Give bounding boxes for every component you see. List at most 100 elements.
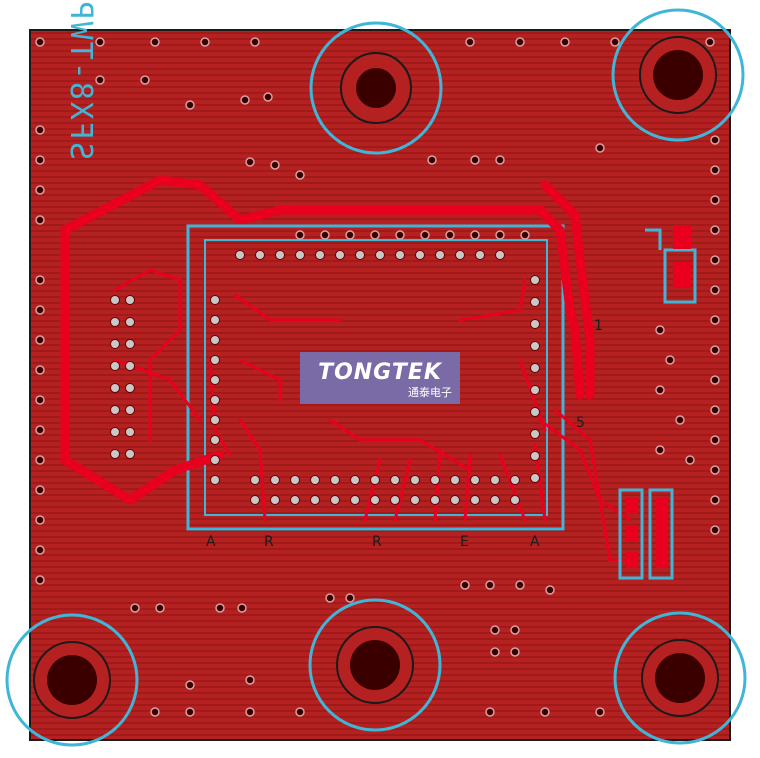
pad-icon: [110, 427, 120, 437]
pad-icon: [125, 361, 135, 371]
via-icon: [710, 525, 720, 535]
right-components: [618, 228, 697, 580]
via-icon: [237, 603, 247, 613]
pad-icon: [210, 455, 220, 465]
pad-icon: [530, 297, 540, 307]
via-icon: [510, 647, 520, 657]
pad-icon: [435, 250, 445, 260]
power-traces: [60, 175, 595, 505]
pad-icon: [210, 395, 220, 405]
via-icon: [495, 155, 505, 165]
via-icon: [710, 285, 720, 295]
via-icon: [215, 603, 225, 613]
pad-icon: [375, 250, 385, 260]
via-icon: [200, 37, 210, 47]
right-pads: [626, 225, 691, 568]
via-icon: [610, 37, 620, 47]
via-icon: [490, 625, 500, 635]
via-icon: [595, 143, 605, 153]
pad-icon: [210, 475, 220, 485]
pad-icon: [125, 449, 135, 459]
header-pads: [110, 250, 540, 505]
via-icon: [510, 625, 520, 635]
pin-label-a-left: A: [206, 534, 216, 550]
pad-icon: [510, 475, 520, 485]
pad-icon: [110, 339, 120, 349]
via-icon: [35, 545, 45, 555]
pad-icon: [210, 415, 220, 425]
via-icon: [710, 435, 720, 445]
pad-icon: [370, 475, 380, 485]
via-icon: [95, 37, 105, 47]
via-icon: [150, 707, 160, 717]
via-icon: [240, 95, 250, 105]
pad-icon: [510, 495, 520, 505]
via-icon: [150, 37, 160, 47]
pad-icon: [310, 495, 320, 505]
via-icon: [420, 230, 430, 240]
pad-icon: [110, 317, 120, 327]
logo-text: TONGTEK: [318, 360, 442, 385]
pad-icon: [110, 405, 120, 415]
via-icon: [490, 647, 500, 657]
via-icon: [245, 157, 255, 167]
via-icon: [155, 603, 165, 613]
via-icon: [245, 675, 255, 685]
pad-icon: [350, 475, 360, 485]
pad-icon: [470, 475, 480, 485]
pad-icon: [290, 475, 300, 485]
via-icon: [395, 230, 405, 240]
via-icon: [245, 707, 255, 717]
pad-icon: [125, 317, 135, 327]
via-icon: [710, 495, 720, 505]
via-icon: [295, 230, 305, 240]
via-icon: [710, 315, 720, 325]
pad-icon: [430, 475, 440, 485]
pad-icon: [110, 449, 120, 459]
pad-icon: [530, 363, 540, 373]
via-icon: [655, 325, 665, 335]
via-icon: [295, 170, 305, 180]
via-icon: [345, 593, 355, 603]
via-icon: [560, 37, 570, 47]
pad-icon: [210, 315, 220, 325]
pad-icon: [210, 335, 220, 345]
component-outline: [186, 224, 565, 531]
via-icon: [185, 100, 195, 110]
via-icon: [250, 37, 260, 47]
via-icon: [370, 230, 380, 240]
pad-icon: [490, 495, 500, 505]
mounting-hole-icon: [309, 21, 443, 155]
pad-icon: [530, 473, 540, 483]
pad-icon: [310, 475, 320, 485]
side-label-5: 5: [576, 415, 585, 431]
via-icon: [655, 445, 665, 455]
pad-icon: [210, 375, 220, 385]
via-icon: [665, 355, 675, 365]
pad-icon: [450, 495, 460, 505]
pad-icon: [110, 383, 120, 393]
via-icon: [595, 707, 605, 717]
via-icon: [35, 155, 45, 165]
via-icon: [35, 185, 45, 195]
pad-icon: [290, 495, 300, 505]
via-icon: [427, 155, 437, 165]
via-icon: [675, 415, 685, 425]
via-icon: [710, 465, 720, 475]
pad-icon: [530, 451, 540, 461]
pad-icon: [125, 427, 135, 437]
pad-icon: [210, 295, 220, 305]
via-icon: [35, 425, 45, 435]
pad-icon: [275, 250, 285, 260]
via-icon: [710, 195, 720, 205]
via-icon: [185, 707, 195, 717]
pad-icon: [270, 475, 280, 485]
pad-icon: [530, 275, 540, 285]
pad-icon: [530, 385, 540, 395]
via-icon: [325, 593, 335, 603]
mounting-hole-icon: [308, 598, 442, 732]
via-icon: [485, 580, 495, 590]
via-icon: [710, 345, 720, 355]
via-icon: [710, 405, 720, 415]
pad-icon: [350, 495, 360, 505]
